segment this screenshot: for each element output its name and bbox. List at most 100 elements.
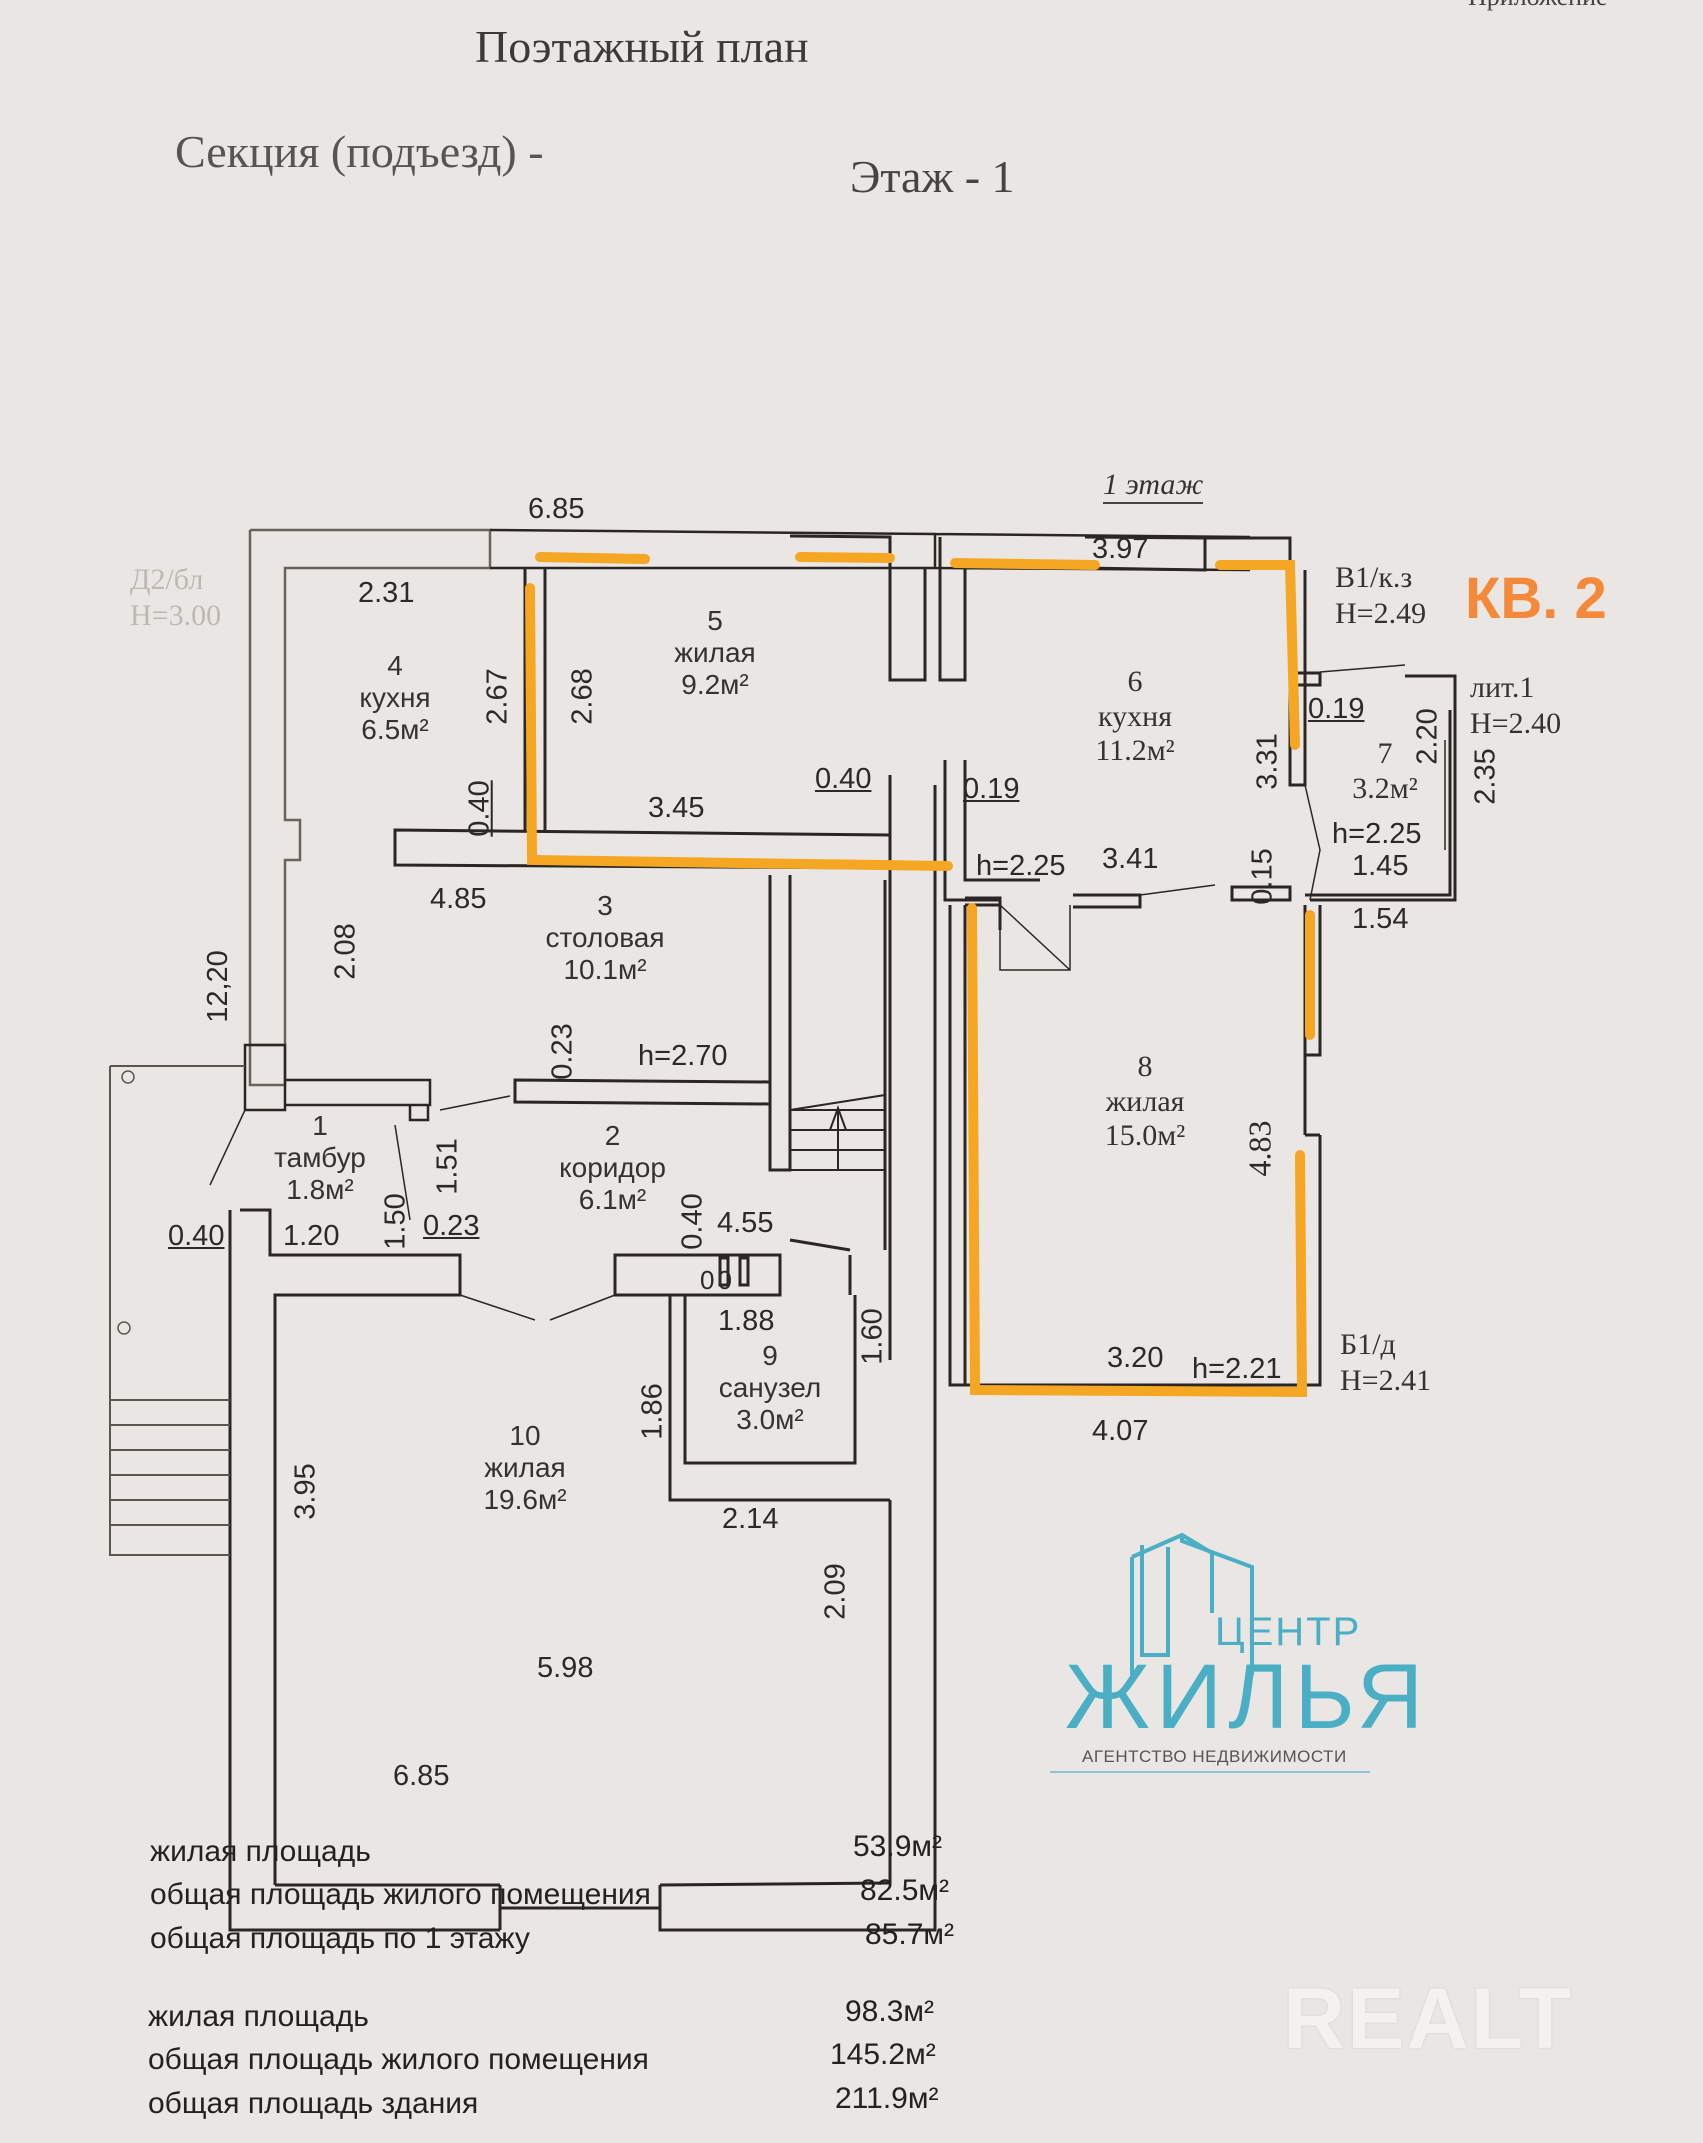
dim-room6-niche: 0.19	[963, 773, 1020, 805]
summary-label: общая площадь жилого помещения	[150, 1878, 651, 1911]
dim-room10-notch-width: 2.14	[722, 1503, 779, 1535]
dim-room4-height: 2.67	[481, 668, 514, 725]
dim-room4-niche: 0.40	[463, 780, 496, 837]
dim-room7-outer-height: 2.35	[1469, 748, 1502, 805]
wall-room6-bottom	[965, 893, 1142, 909]
dim-room10-width: 5.98	[537, 1652, 594, 1684]
summary-label: жилая площадь	[150, 1835, 371, 1868]
window-room7	[1444, 740, 1456, 850]
dim-building-length: 12,20	[201, 950, 234, 1023]
wall-wc	[668, 1238, 890, 1502]
door-swing-room6	[1139, 664, 1406, 901]
dim-room10-right-height: 2.09	[819, 1563, 852, 1620]
dim-room7-height: 2.20	[1411, 708, 1444, 765]
highlight-room8	[967, 903, 1315, 1398]
dim-room3-niche: 0.23	[546, 1023, 579, 1080]
dim-wc-height: 1.60	[856, 1308, 889, 1365]
door-swing-room10	[459, 1294, 616, 1321]
porch-post	[117, 1321, 131, 1335]
dim-room7-width: 1.45	[1352, 850, 1409, 882]
summary-label: жилая площадь	[148, 2000, 369, 2033]
highlight-top-right	[950, 558, 1300, 750]
dim-room3-h: h=2.70	[638, 1040, 728, 1072]
floor-label: Этаж - 1	[850, 151, 1015, 202]
summary-value: 82.5м²	[860, 1874, 950, 1907]
agency-watermark: ЦЕНТР ЖИЛЬЯ АГЕНТСТВО НЕДВИЖИМОСТИ	[1040, 1515, 1423, 1773]
dim-tambur-right: 0.23	[423, 1210, 480, 1242]
wall-marker-lit1: лит.1 H=2.40	[1470, 671, 1562, 740]
dim-room8-outer-width: 4.07	[1092, 1415, 1149, 1447]
agency-underline	[1050, 1771, 1370, 1773]
wall-marker-d2: Д2/бл H=3.00	[130, 563, 222, 632]
dim-corridor-width: 4.55	[717, 1207, 774, 1239]
agency-subtitle: АГЕНТСТВО НЕДВИЖИМОСТИ	[1082, 1747, 1347, 1766]
dim-corridor-niche: 0.40	[676, 1193, 709, 1250]
dim-room7-wall: 0.15	[1246, 848, 1279, 905]
summary-value: 145.2м²	[830, 2038, 936, 2071]
dim-room6-height: 3.31	[1251, 733, 1284, 790]
wall-tambur	[243, 1043, 432, 1122]
highlight-top-left	[535, 552, 650, 564]
dim-room6-width: 3.41	[1102, 843, 1159, 875]
dim-room10-notch: 1.86	[636, 1383, 669, 1440]
dim-top-right: 3.97	[1092, 533, 1149, 565]
dim-room5-width: 3.45	[648, 792, 705, 824]
door-swing-tambur	[209, 1095, 511, 1221]
dim-room7-outer-width: 1.54	[1352, 903, 1409, 935]
outer-wall-left	[248, 530, 287, 1087]
stairs	[789, 1094, 886, 1171]
stair-wall	[768, 875, 887, 1250]
dim-room5-height: 2.68	[566, 668, 599, 725]
apartment-highlight	[525, 552, 1315, 1398]
fireplace	[999, 904, 1071, 971]
summary-label: общая площадь здания	[148, 2087, 479, 2120]
wall-marker-b1: Б1/д H=2.41	[1340, 1328, 1432, 1397]
agency-name-line2: ЖИЛЬЯ	[1065, 1646, 1430, 1748]
wall-room8-left	[933, 785, 1322, 1387]
wall-room10-outer	[228, 1210, 937, 1932]
dim-room8-h: h=2.21	[1192, 1353, 1282, 1385]
dim-top-left: 6.85	[528, 493, 585, 525]
dim-room10-height: 3.95	[289, 1463, 322, 1520]
dim-room4-width: 2.31	[358, 577, 415, 609]
corner-note: Приложение	[1468, 0, 1608, 12]
highlight-room5	[525, 583, 953, 871]
wall-room4-5	[523, 568, 547, 830]
agency-name-line1: ЦЕНТР	[1215, 1610, 1362, 1654]
summary-label: общая площадь жилого помещения	[148, 2043, 649, 2076]
dim-bottom-width: 6.85	[393, 1760, 450, 1792]
wall-room3	[513, 1078, 772, 1106]
ventilation-shafts: 00	[700, 1265, 735, 1295]
dim-wc-width: 1.88	[718, 1305, 775, 1337]
dim-tambur-width: 1.20	[283, 1220, 340, 1252]
dim-room3-width: 4.85	[430, 883, 487, 915]
highlight-top-mid	[795, 552, 895, 563]
summary-value: 53.9м²	[853, 1830, 943, 1863]
summary-value: 211.9м²	[835, 2082, 939, 2115]
dim-tambur-door: 1.50	[379, 1193, 412, 1250]
summary-value: 85.7м²	[865, 1918, 955, 1951]
porch-post	[121, 1070, 135, 1084]
site-watermark: REALT	[1283, 1971, 1574, 2067]
building-logo-icon	[1130, 1532, 1254, 1675]
wall-left-outer	[250, 528, 492, 1045]
dim-tambur-left: 0.40	[168, 1220, 225, 1252]
apartment-tag: КВ. 2	[1465, 566, 1607, 631]
dim-room8-width: 3.20	[1107, 1342, 1164, 1374]
dim-room6-h: h=2.25	[976, 850, 1066, 882]
porch	[109, 1065, 245, 1556]
dim-tambur-height: 1.51	[431, 1138, 464, 1195]
page-title: Поэтажный план	[475, 21, 809, 72]
dim-room3-height: 2.08	[329, 923, 362, 980]
dim-room8-height: 4.83	[1241, 1120, 1278, 1177]
top-wall-mid	[789, 534, 927, 682]
